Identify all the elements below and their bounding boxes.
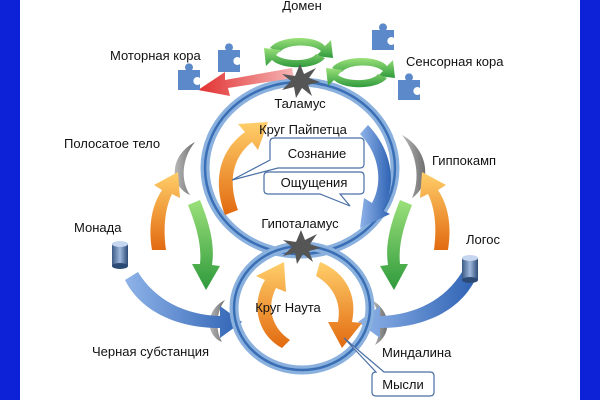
cylinder-icon xyxy=(462,255,478,283)
orange-inner-arrow-top xyxy=(218,122,268,215)
recycle-arrows-icon xyxy=(264,37,333,68)
domain-label: Домен xyxy=(282,0,322,13)
puzzle-piece-icon xyxy=(178,63,200,90)
nauta-inner-arrows xyxy=(256,262,362,348)
papez-circle-label: Круг Пайпетца xyxy=(259,122,348,137)
blue-inner-arrow-top xyxy=(360,125,391,228)
consciousness-label: Сознание xyxy=(288,146,347,161)
hypothalamus-label: Гипоталамус xyxy=(261,216,339,231)
sensory-cortex-label: Сенсорная кора xyxy=(406,54,504,69)
blue-arrow-right xyxy=(358,272,475,338)
motor-cortex-label: Моторная кора xyxy=(110,48,202,63)
callout-sensations: Ощущения xyxy=(263,171,365,207)
red-arrow-motor xyxy=(198,68,294,96)
orange-arrow-left xyxy=(150,172,180,250)
green-arrow-right xyxy=(380,200,412,290)
burst-star-icon xyxy=(283,230,321,264)
green-side-arrows xyxy=(188,200,412,290)
crescent-striatum xyxy=(174,142,195,195)
blue-side-arrows xyxy=(125,272,475,338)
monad-label: Монада xyxy=(74,220,122,235)
sensations-label: Ощущения xyxy=(281,175,348,190)
brain-circuit-diagram: Сознание Ощущения Мысли Домен Моторная к… xyxy=(64,0,504,397)
thoughts-label: Мысли xyxy=(382,377,424,392)
logos-label: Логос xyxy=(466,232,500,247)
callout-consciousness: Сознание xyxy=(231,137,365,181)
substantia-nigra-label: Черная субстанция xyxy=(92,344,209,359)
recycle-arrows-icon xyxy=(326,57,395,88)
cylinder-icon xyxy=(112,241,128,269)
striatum-label: Полосатое тело xyxy=(64,136,160,151)
puzzle-piece-icon xyxy=(218,43,240,72)
orange-inner-arrow-bottom-left xyxy=(256,262,290,348)
thalamus-label: Таламус xyxy=(274,96,326,111)
orange-inner-arrow-bottom-right xyxy=(316,262,362,348)
orange-arrow-right xyxy=(420,172,450,250)
callout-thoughts: Мысли xyxy=(343,337,435,397)
orange-side-arrows xyxy=(150,172,450,250)
hippocampus-label: Гиппокамп xyxy=(432,153,496,168)
amygdala-label: Миндалина xyxy=(382,345,452,360)
burst-star-icon xyxy=(282,64,320,98)
puzzle-piece-icon xyxy=(372,23,394,50)
puzzle-piece-icon xyxy=(398,73,420,100)
diagram-frame: Сознание Ощущения Мысли Домен Моторная к… xyxy=(20,0,580,400)
papez-inner-arrows xyxy=(218,122,391,228)
nauta-circle-label: Круг Наута xyxy=(255,300,321,315)
crescent-hippocampus xyxy=(402,135,426,198)
blue-arrow-left xyxy=(125,272,242,338)
green-arrow-left xyxy=(188,200,220,290)
